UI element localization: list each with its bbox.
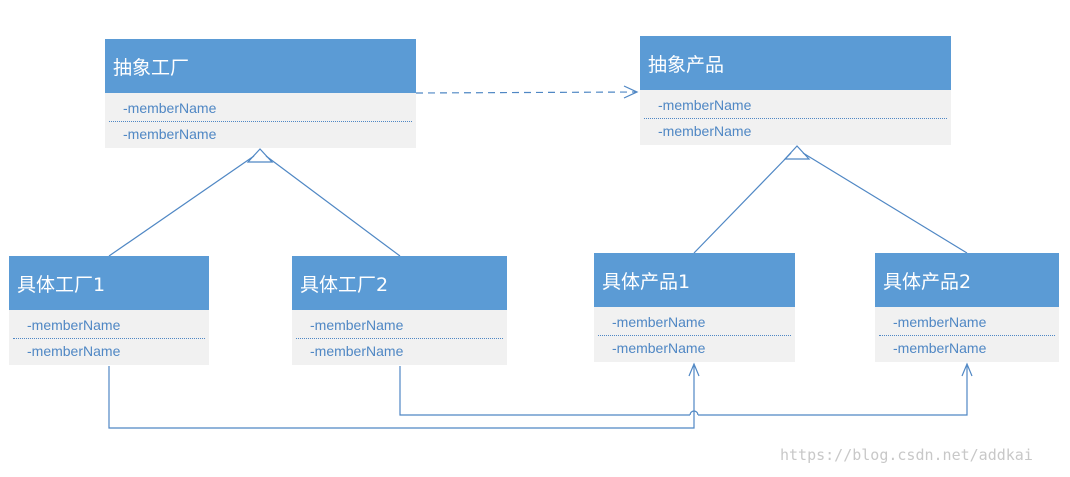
class-title: 具体工厂2	[292, 256, 507, 310]
concrete-factory2-class: 具体工厂2 -memberName -memberName	[292, 256, 507, 365]
concrete-product2-class: 具体产品2 -memberName -memberName	[875, 253, 1059, 362]
member-divider	[13, 338, 205, 339]
class-title: 抽象产品	[640, 36, 951, 90]
class-title: 具体产品1	[594, 253, 795, 307]
association-arrow-product1	[688, 362, 700, 377]
member-divider	[879, 335, 1055, 336]
member-field: -memberName	[310, 343, 404, 359]
inheritance-line-product1	[693, 152, 792, 254]
association-line-factory2-product2-end	[698, 366, 968, 416]
class-members: -memberName -memberName	[292, 310, 507, 365]
dependency-arrowhead	[623, 85, 639, 99]
abstract-product-class: 抽象产品 -memberName -memberName	[640, 36, 951, 145]
member-divider	[109, 121, 412, 122]
inheritance-triangle-factory	[246, 148, 274, 163]
inheritance-line-product2	[802, 152, 968, 254]
class-members: -memberName -memberName	[640, 90, 951, 145]
abstract-factory-class: 抽象工厂 -memberName -memberName	[105, 39, 416, 148]
member-field: -memberName	[123, 100, 217, 116]
member-field: -memberName	[612, 314, 706, 330]
member-field: -memberName	[658, 123, 752, 139]
association-line-factory2-product2	[399, 366, 690, 416]
member-field: -memberName	[612, 340, 706, 356]
member-field: -memberName	[27, 343, 121, 359]
inheritance-triangle-product	[783, 145, 811, 160]
class-title: 具体产品2	[875, 253, 1059, 307]
class-title: 具体工厂1	[9, 256, 209, 310]
inheritance-line-factory2	[265, 155, 401, 257]
class-title: 抽象工厂	[105, 39, 416, 93]
concrete-product1-class: 具体产品1 -memberName -memberName	[594, 253, 795, 362]
inheritance-line-factory1	[108, 155, 255, 257]
member-divider	[644, 118, 947, 119]
association-line-hop	[689, 410, 699, 416]
member-field: -memberName	[893, 314, 987, 330]
association-arrow-product2	[961, 362, 973, 377]
member-divider	[598, 335, 791, 336]
member-field: -memberName	[310, 317, 404, 333]
member-field: -memberName	[658, 97, 752, 113]
class-members: -memberName -memberName	[594, 307, 795, 362]
member-field: -memberName	[27, 317, 121, 333]
member-divider	[296, 338, 503, 339]
concrete-factory1-class: 具体工厂1 -memberName -memberName	[9, 256, 209, 365]
watermark-url: https://blog.csdn.net/addkai	[780, 446, 1033, 464]
member-field: -memberName	[123, 126, 217, 142]
association-line-factory1-product1	[108, 366, 695, 429]
member-field: -memberName	[893, 340, 987, 356]
class-members: -memberName -memberName	[9, 310, 209, 365]
class-members: -memberName -memberName	[875, 307, 1059, 362]
dependency-line	[415, 91, 637, 94]
class-members: -memberName -memberName	[105, 93, 416, 148]
